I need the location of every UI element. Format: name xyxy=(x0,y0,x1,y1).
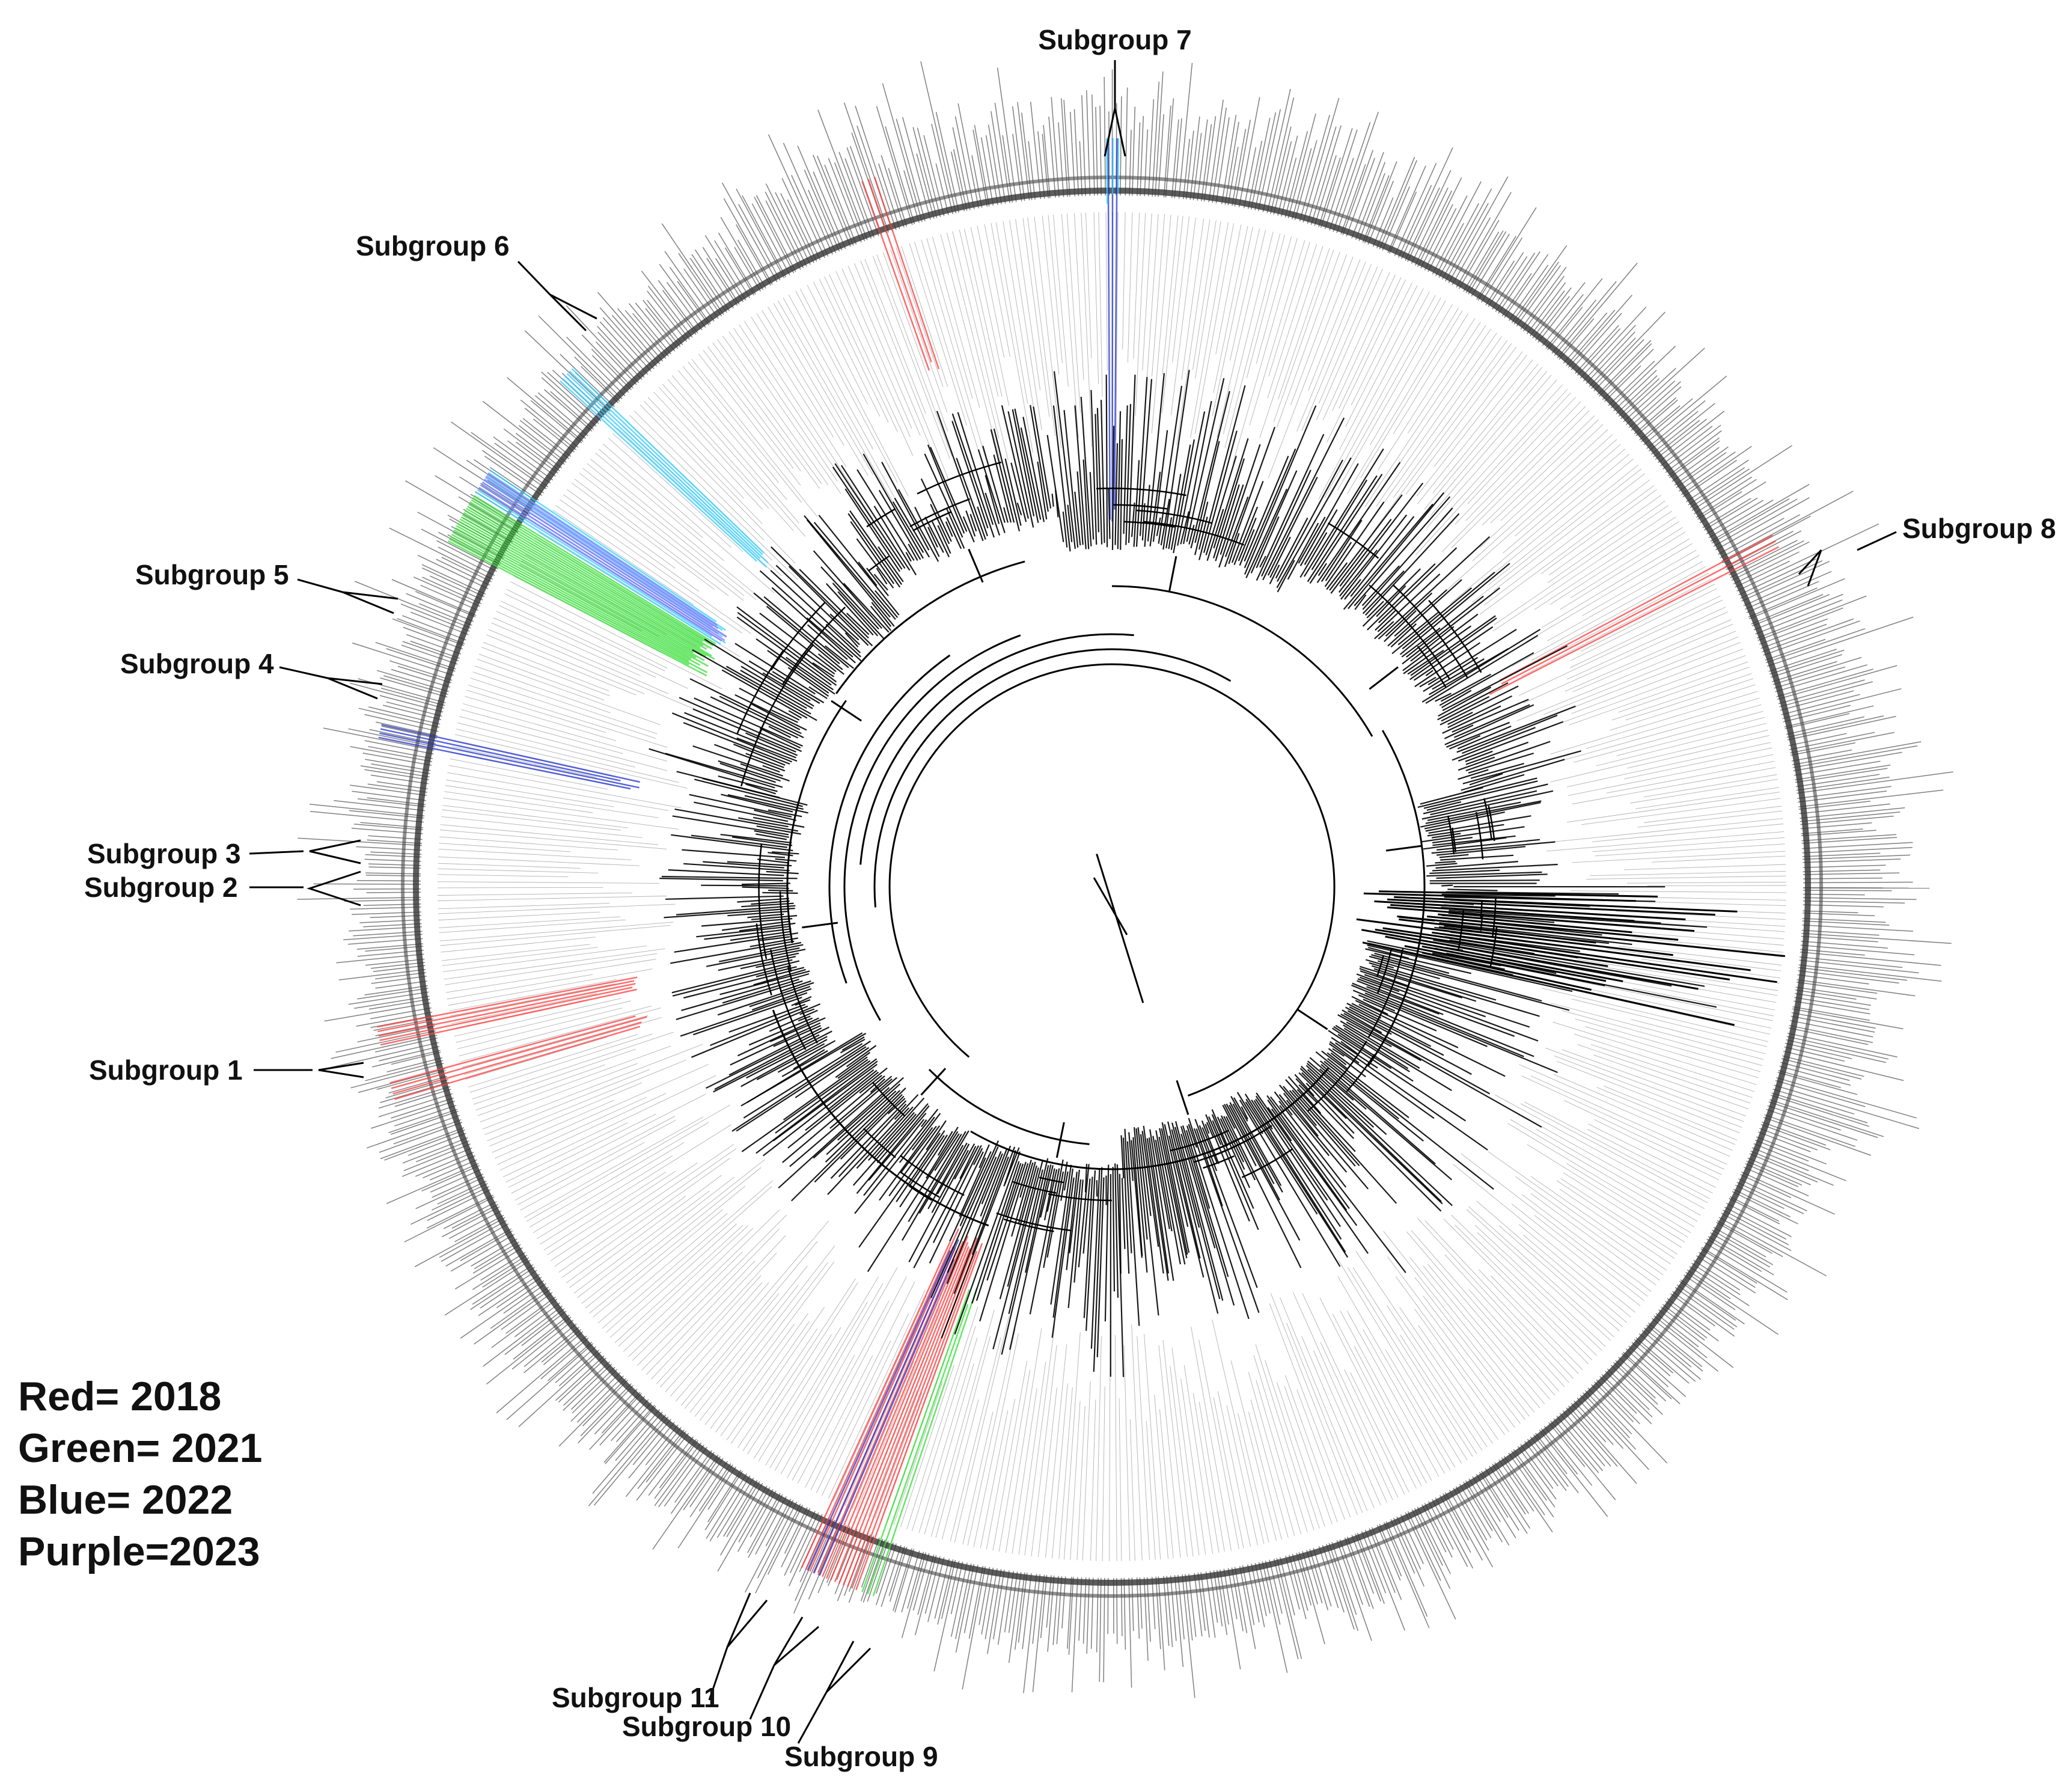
subgroup-bracket xyxy=(1798,549,1822,587)
subgroup-label-3: Subgroup 3 xyxy=(87,838,241,869)
subgroup-leader-line xyxy=(279,666,328,679)
subgroup-callout-11: Subgroup 11 xyxy=(552,1592,768,1713)
subgroup-callout-8: Subgroup 8 xyxy=(1798,513,2056,587)
subgroup-leader-line xyxy=(249,850,304,855)
subgroup-callout-10: Subgroup 10 xyxy=(622,1616,819,1742)
subgroup-label-5: Subgroup 5 xyxy=(135,559,289,590)
subgroup-leader-line xyxy=(1857,531,1897,551)
subgroup-leader-line xyxy=(749,1665,775,1720)
subgroup-bracket xyxy=(307,870,361,907)
subgroup-leader-line xyxy=(708,1647,728,1701)
subgroup-label-6: Subgroup 6 xyxy=(356,230,510,261)
subgroup-label-8: Subgroup 8 xyxy=(1902,513,2056,544)
subgroup-callout-2: Subgroup 2 xyxy=(84,870,361,907)
leaf-guide-lines xyxy=(437,212,1787,1562)
tip-label-band xyxy=(297,61,1953,1698)
subgroup-bracket xyxy=(318,1062,364,1078)
subgroup-callout-1: Subgroup 1 xyxy=(89,1054,364,1086)
subgroup-callout-5: Subgroup 5 xyxy=(135,559,398,614)
subgroup-callout-9: Subgroup 9 xyxy=(784,1641,938,1772)
subgroup-label-10: Subgroup 10 xyxy=(622,1711,791,1742)
year-color-legend: Red= 2018 Green= 2021 Blue= 2022 Purple=… xyxy=(18,1371,262,1577)
subgroup-label-7: Subgroup 7 xyxy=(1038,24,1192,55)
subgroup-bracket xyxy=(309,839,361,864)
subgroup-callout-3: Subgroup 3 xyxy=(87,838,361,869)
year-highlight-lines xyxy=(376,138,1779,1597)
subgroup-callout-6: Subgroup 6 xyxy=(356,230,597,332)
subgroup-leader-line xyxy=(297,578,343,593)
subgroup-label-11: Subgroup 11 xyxy=(552,1682,719,1713)
legend-purple-2023: Purple=2023 xyxy=(18,1529,260,1574)
subgroup-leader-line xyxy=(517,260,551,296)
subgroup-callout-4: Subgroup 4 xyxy=(120,648,383,700)
legend-blue-2022: Blue= 2022 xyxy=(18,1477,233,1523)
subgroup-leader-line xyxy=(797,1692,828,1744)
subgroup-label-1: Subgroup 1 xyxy=(89,1054,243,1086)
subgroup-label-2: Subgroup 2 xyxy=(84,872,238,903)
inner-tree-branches xyxy=(649,370,1786,1377)
subgroup-label-4: Subgroup 4 xyxy=(120,648,274,679)
subgroup-callout-7: Subgroup 7 xyxy=(1038,24,1192,157)
legend-red-2018: Red= 2018 xyxy=(18,1374,222,1419)
subgroup-label-9: Subgroup 9 xyxy=(784,1741,938,1772)
legend-green-2021: Green= 2021 xyxy=(18,1425,263,1471)
